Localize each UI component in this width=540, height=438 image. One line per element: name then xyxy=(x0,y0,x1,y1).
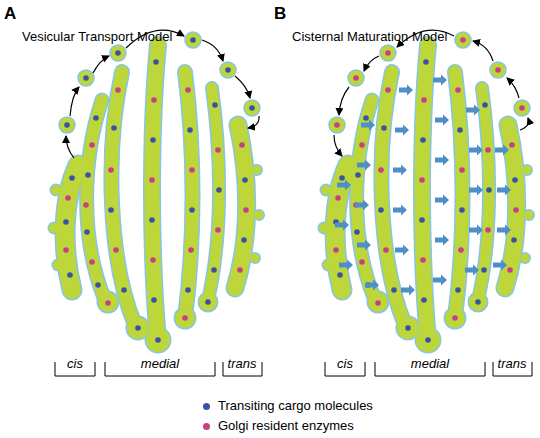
panel-b-stack xyxy=(318,30,536,376)
legend-swatch xyxy=(203,403,210,410)
region-label: trans xyxy=(228,357,257,372)
vesicle-arrows xyxy=(334,30,529,156)
vesicle-enzymes xyxy=(334,37,525,128)
golgi-cisternae xyxy=(48,45,266,354)
panel-letter: B xyxy=(274,4,286,24)
legend-entry: Golgi resident enzymes xyxy=(203,418,354,434)
legend-text: Transiting cargo molecules xyxy=(218,398,373,414)
transport-vesicles xyxy=(329,32,530,133)
panel-title: Cisternal Maturation Model xyxy=(292,30,447,45)
maturation-arrows xyxy=(335,75,511,296)
legend-swatch xyxy=(203,423,210,430)
legend-text: Golgi resident enzymes xyxy=(218,418,354,434)
panel-letter: A xyxy=(4,4,16,24)
region-label: medial xyxy=(411,357,449,372)
panel-title: Vesicular Transport Model xyxy=(22,30,172,45)
region-label: cis xyxy=(337,357,353,372)
region-label: trans xyxy=(498,357,527,372)
golgi-cisternae xyxy=(318,45,536,354)
legend-entry: Transiting cargo molecules xyxy=(203,398,373,414)
vesicle-arrows xyxy=(66,30,259,158)
region-label: cis xyxy=(67,357,83,372)
panel-a-stack xyxy=(48,30,266,376)
region-label: medial xyxy=(141,357,179,372)
transport-vesicles xyxy=(59,32,260,133)
vesicle-cargo xyxy=(64,37,255,128)
